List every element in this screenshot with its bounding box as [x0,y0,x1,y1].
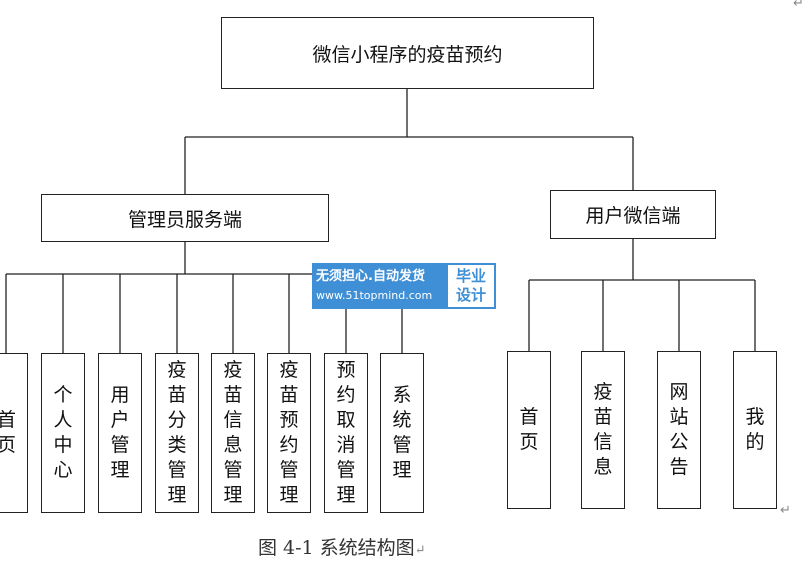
admin-module-cancel-booking: 预约取消管理 [324,353,368,513]
admin-label: 管理员服务端 [127,208,242,231]
admin-module-vaccine-info: 疫苗信息管理 [211,353,255,513]
module-label: 用户管理 [110,384,130,481]
admin-module-users: 用户管理 [98,353,142,513]
user-label: 用户微信端 [585,205,681,227]
user-module-mine: 我的 [733,351,777,509]
module-label: 我的 [745,406,765,453]
watermark-badge-line-2: 设计 [455,286,486,304]
watermark-badge: 毕业 设计 [446,263,496,309]
admin-module-home: 首页 [0,353,28,513]
module-label: 疫苗信息管理 [223,359,243,506]
admin-module-vaccine-category: 疫苗分类管理 [155,353,199,513]
user-module-home: 首页 [507,351,551,509]
watermark-text-panel: 无须担心.自动发货 www.51topmind.com [312,263,446,309]
module-label: 个人中心 [53,384,73,481]
root-label: 微信小程序的疫苗预约 [312,43,503,66]
watermark-banner: 无须担心.自动发货 www.51topmind.com 毕业 设计 [312,263,496,309]
watermark-badge-line-1: 毕业 [455,267,486,285]
module-label: 疫苗信息 [593,381,613,478]
caption-text: 图 4-1 系统结构图 [258,537,415,559]
user-module-announcements: 网站公告 [657,351,701,509]
admin-module-profile: 个人中心 [41,353,85,513]
user-node: 用户微信端 [550,190,716,239]
admin-module-system: 系统管理 [380,353,424,513]
watermark-line-2: www.51topmind.com [316,289,433,302]
user-module-vaccine-info: 疫苗信息 [581,351,625,509]
module-label: 首页 [0,409,16,456]
module-label: 疫苗预约管理 [279,359,299,506]
admin-module-vaccine-booking: 疫苗预约管理 [267,353,311,513]
root-node: 微信小程序的疫苗预约 [221,17,594,89]
figure-caption: 图 4-1 系统结构图↵ [258,533,426,560]
watermark-line-1: 无须担心.自动发货 [316,269,425,284]
module-label: 网站公告 [669,381,689,478]
module-label: 预约取消管理 [336,359,356,506]
paragraph-mark: ↵ [780,503,791,518]
module-label: 系统管理 [392,384,412,481]
caption-pilcrow: ↵ [414,543,426,558]
admin-node: 管理员服务端 [41,194,329,242]
module-label: 首页 [519,406,539,453]
paragraph-mark: ↵ [793,0,804,11]
module-label: 疫苗分类管理 [167,359,187,506]
